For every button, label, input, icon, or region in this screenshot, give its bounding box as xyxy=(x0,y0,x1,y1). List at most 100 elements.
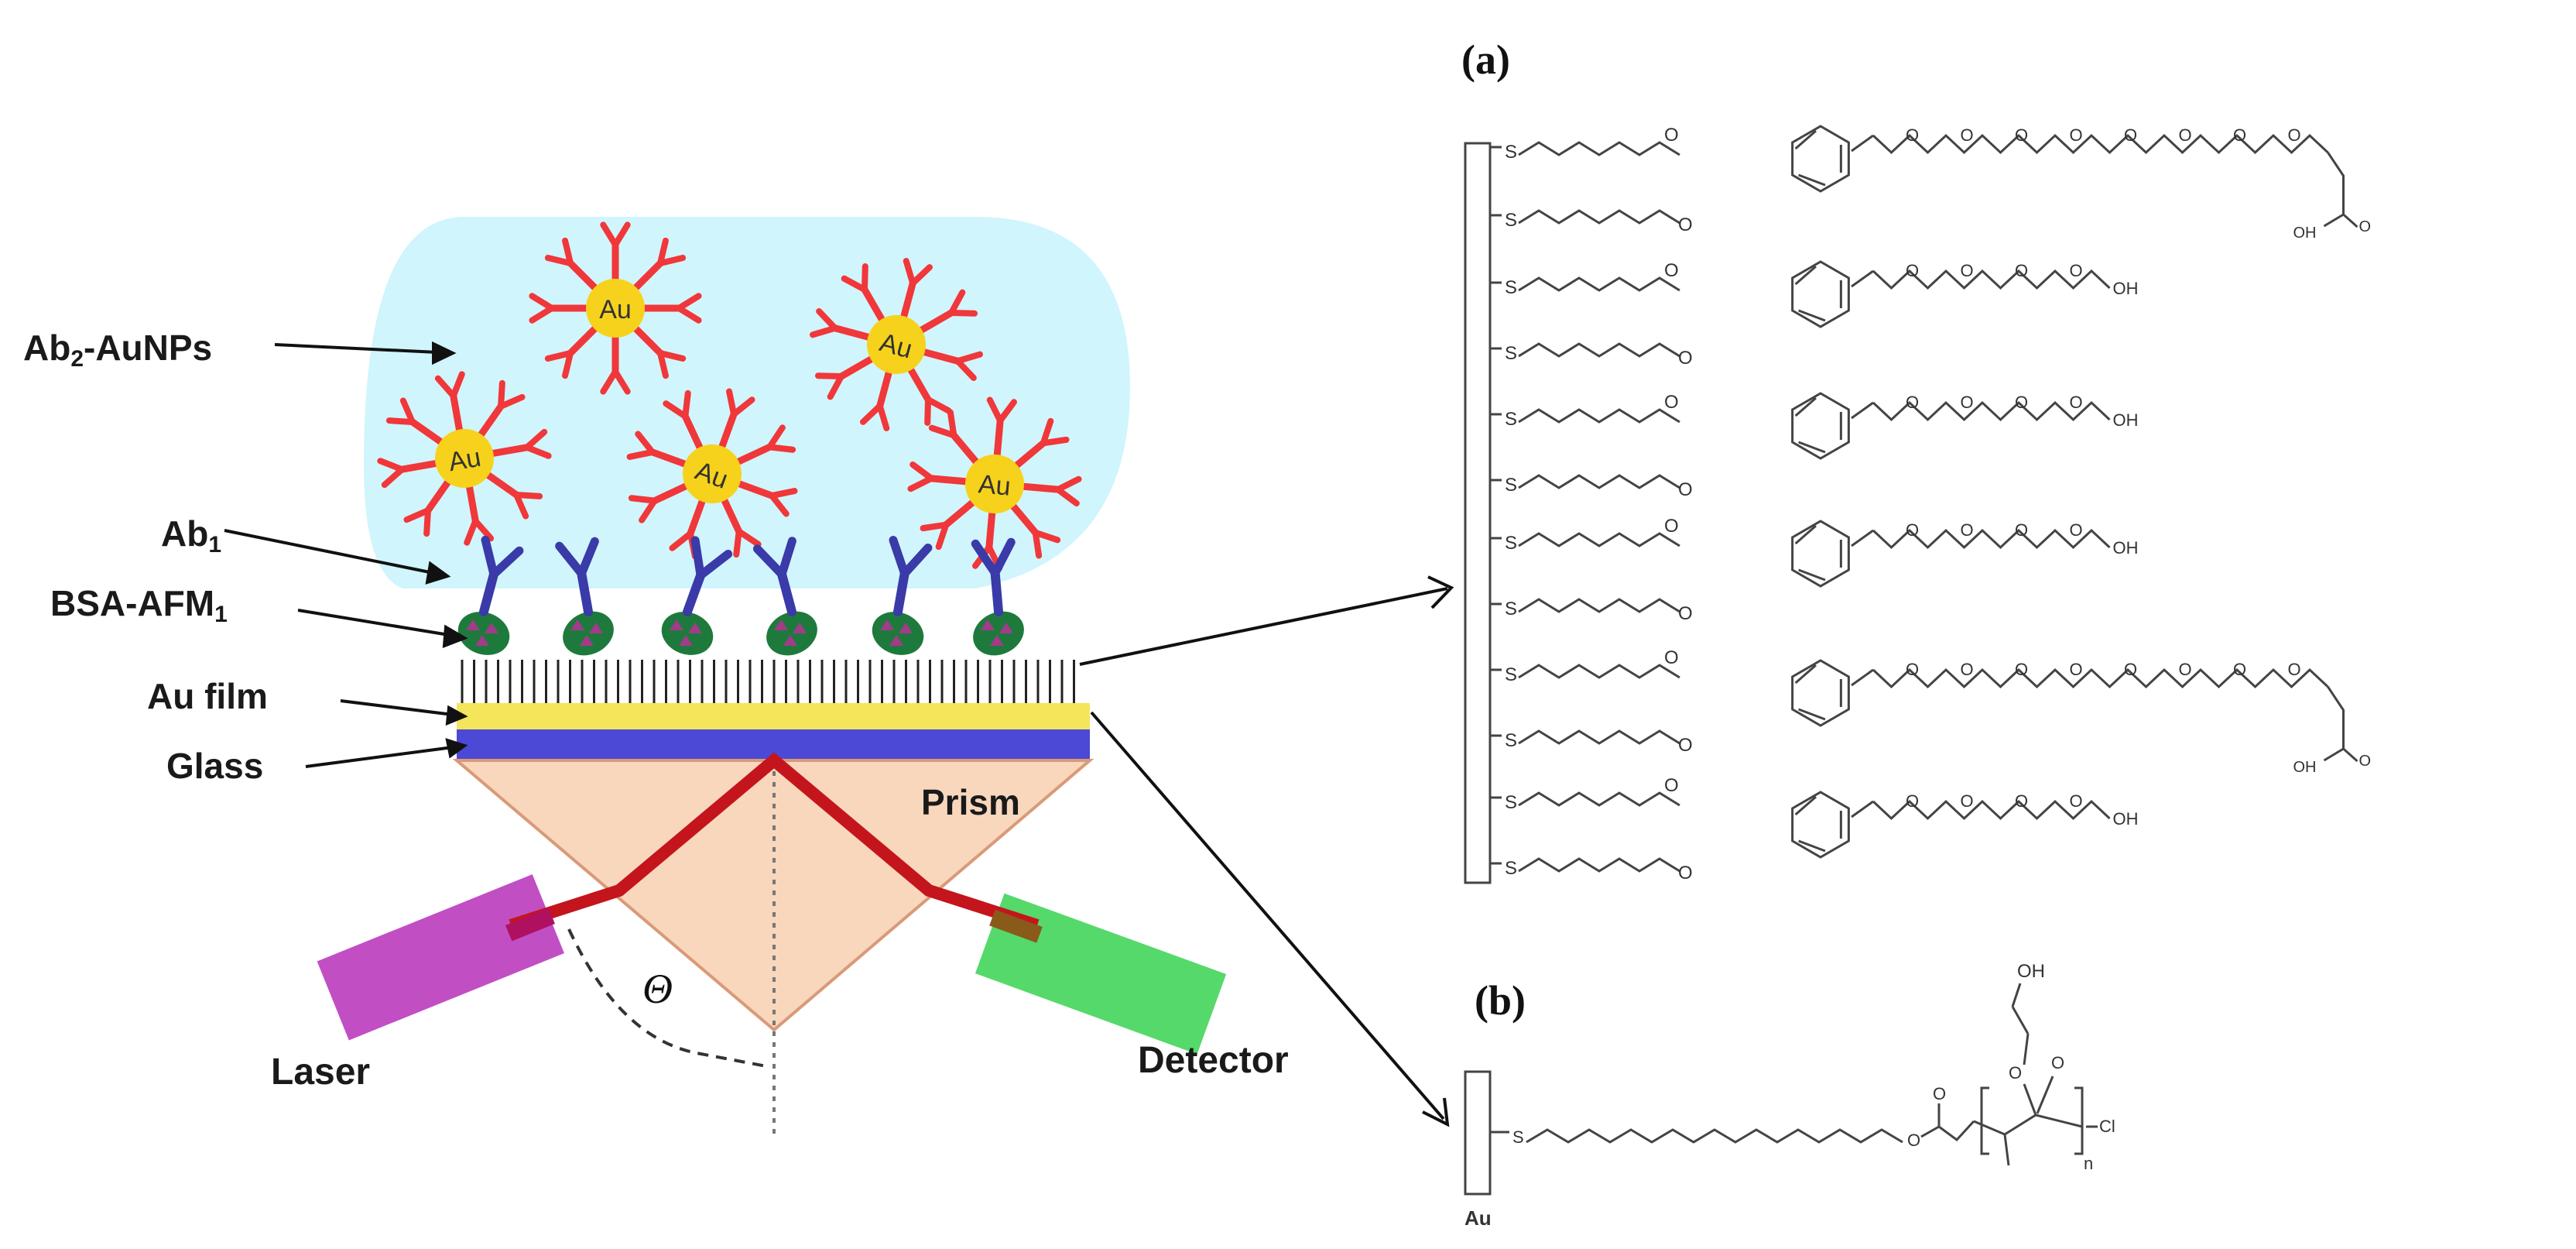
benzene-ring xyxy=(1791,260,1850,328)
hydroxyl-label: OH xyxy=(2293,759,2317,776)
peg-oxygen: O xyxy=(1906,125,1919,145)
bsa-afm1 xyxy=(661,612,714,655)
peg-oxygen: O xyxy=(2015,520,2028,540)
oxygen-atom: O xyxy=(1664,392,1679,413)
peg-oxygen: O xyxy=(1961,791,1974,811)
hydroxyl-label: OH xyxy=(2113,809,2139,829)
panel-b-au: Au xyxy=(1464,1206,1492,1230)
bsa-afm1 xyxy=(457,612,510,655)
afm1-molecule xyxy=(570,619,584,630)
oxygen-atom: O xyxy=(1678,348,1693,369)
peg-oxygen: O xyxy=(1906,520,1919,540)
oxygen-atom: O xyxy=(1664,125,1679,146)
peg-oxygen: O xyxy=(1906,660,1919,679)
afm1-molecule xyxy=(670,619,683,630)
peg-oxygen: O xyxy=(2233,125,2246,145)
afm1-molecule xyxy=(889,635,903,646)
sulfur-atom: S xyxy=(1505,409,1517,430)
detector-aperture xyxy=(989,909,1043,943)
afm1-molecule xyxy=(774,619,788,630)
carbon-chain xyxy=(1518,598,1680,613)
sulfur-atom: S xyxy=(1505,142,1517,163)
afm1-molecule xyxy=(679,635,693,646)
ab1-antibody xyxy=(889,536,933,616)
ab1-antibody xyxy=(682,536,733,616)
peg-oxygen: O xyxy=(2015,261,2028,280)
peg-oxygen: O xyxy=(2124,125,2137,145)
carbon-chain xyxy=(1518,408,1680,424)
afm1-molecule xyxy=(589,623,603,633)
afm1-molecule xyxy=(899,623,913,633)
repeat-index: n xyxy=(2084,1154,2093,1173)
alkyl-thiol-chain: SO xyxy=(1490,260,1680,298)
peg-oxygen: O xyxy=(2179,660,2192,679)
afm1-molecule xyxy=(990,635,1004,646)
oxygen-atom: O xyxy=(1678,863,1693,884)
afm1-molecule xyxy=(580,635,594,646)
peg-oxygen: O xyxy=(1961,125,1974,145)
benzene-ring xyxy=(1791,520,1850,588)
alkyl-thiol-chain: SO xyxy=(1490,647,1680,685)
afm1-molecule xyxy=(485,623,498,633)
pointer-arrows xyxy=(224,341,468,768)
oxygen-atom: O xyxy=(1678,479,1693,500)
gold-nanoparticle xyxy=(435,429,494,488)
peg-chain xyxy=(1872,400,2111,422)
au-particle-label: Au xyxy=(599,295,632,324)
label-prism: Prism xyxy=(921,782,1020,822)
sulfur-atom: S xyxy=(1505,792,1517,813)
oxygen-atom: O xyxy=(1664,775,1679,796)
oxygen-atom: O xyxy=(1678,603,1693,624)
label-theta: Θ xyxy=(642,966,673,1012)
peg-oxygen: O xyxy=(2288,125,2301,145)
benzene-ring xyxy=(1791,659,1850,727)
carbon-chain xyxy=(1518,141,1680,156)
alkyl-thiol-chain: SO xyxy=(1490,125,1680,163)
ab1-bsa-complex xyxy=(872,536,933,655)
ester-oxygen: O xyxy=(1907,1131,1920,1150)
label-au-film: Au film xyxy=(147,676,268,716)
label-bsa-afm1: BSA-AFM1 xyxy=(50,583,228,627)
hydroxyl-label: OH xyxy=(2113,410,2139,430)
peg-oxygen: O xyxy=(2124,660,2137,679)
peg-oxygen: O xyxy=(1906,791,1919,811)
carbon-chain xyxy=(1518,532,1680,547)
zoom-arrows xyxy=(1079,575,1454,1127)
label-detector: Detector xyxy=(1138,1040,1289,1081)
peg-oxygen: O xyxy=(2015,660,2028,679)
ab1-bsa-complex xyxy=(752,537,817,656)
benzene-ring xyxy=(1791,791,1850,859)
peg-oxygen: O xyxy=(1961,520,1974,540)
ab1-bsa-complex xyxy=(661,536,733,655)
carbon-chain xyxy=(1526,1128,1903,1144)
peg-oxygen: O xyxy=(2288,660,2301,679)
afm1-molecule xyxy=(475,635,489,646)
ab1-antibody xyxy=(752,537,796,616)
peg-oxygen: O xyxy=(1906,393,1919,412)
ab1-antibody xyxy=(971,537,1016,616)
label-ab2-aunps: Ab2-AuNPs xyxy=(23,328,212,372)
sulfur-atom: S xyxy=(1505,858,1517,879)
ab1-bsa-complex xyxy=(971,537,1024,656)
peg-chain xyxy=(1872,269,2111,290)
carbonyl-oxygen: O xyxy=(1933,1084,1946,1103)
carbon-chain xyxy=(1518,729,1680,745)
au-particle-label: Au xyxy=(447,443,484,478)
capture-layer xyxy=(457,535,1024,656)
au-particle-label: Au xyxy=(977,469,1012,501)
peg-oxygen: O xyxy=(1961,261,1974,280)
gold-nanoparticle xyxy=(586,279,645,338)
sulfur-atom: S xyxy=(1505,599,1517,619)
